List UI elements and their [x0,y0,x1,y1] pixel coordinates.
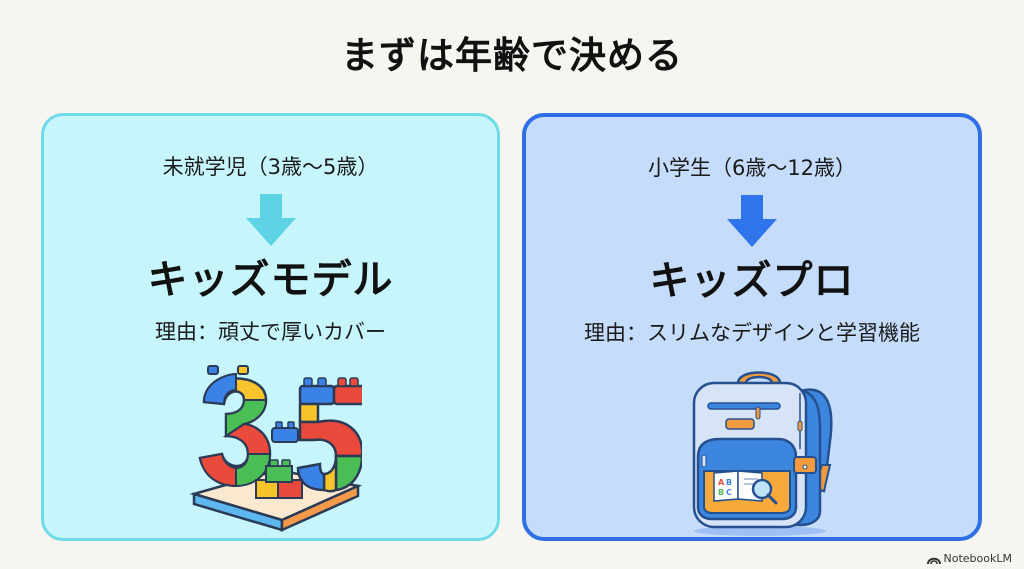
age-label: 未就学児（3歳〜5歳） [162,155,379,179]
svg-text:B: B [718,488,724,497]
brand-label: NotebookLM [943,552,1012,565]
reason-text: 理由：頑丈で厚いカバー [155,320,386,344]
panel-elementary: 小学生（6歳〜12歳） キッズプロ 理由：スリムなデザインと学習機能 A B B… [522,113,982,541]
model-name: キッズプロ [649,258,855,304]
notebooklm-logo-icon [926,557,941,564]
school-backpack-icon: A B B C [692,371,833,536]
svg-text:A: A [718,478,725,487]
model-name: キッズモデル [147,257,394,303]
arrow-down-icon [727,195,777,247]
brand-footer: NotebookLM [926,552,1012,565]
toy-blocks-3-5-icon [189,365,362,532]
arrow-down-icon [245,194,296,246]
age-label: 小学生（6歳〜12歳） [647,156,857,180]
svg-text:B: B [726,478,732,487]
reason-text: 理由：スリムなデザインと学習機能 [584,321,920,345]
panel-preschool: 未就学児（3歳〜5歳） キッズモデル 理由：頑丈で厚いカバー [41,113,500,541]
svg-text:C: C [726,488,732,497]
page-title: まずは年齢で決める [341,34,683,77]
